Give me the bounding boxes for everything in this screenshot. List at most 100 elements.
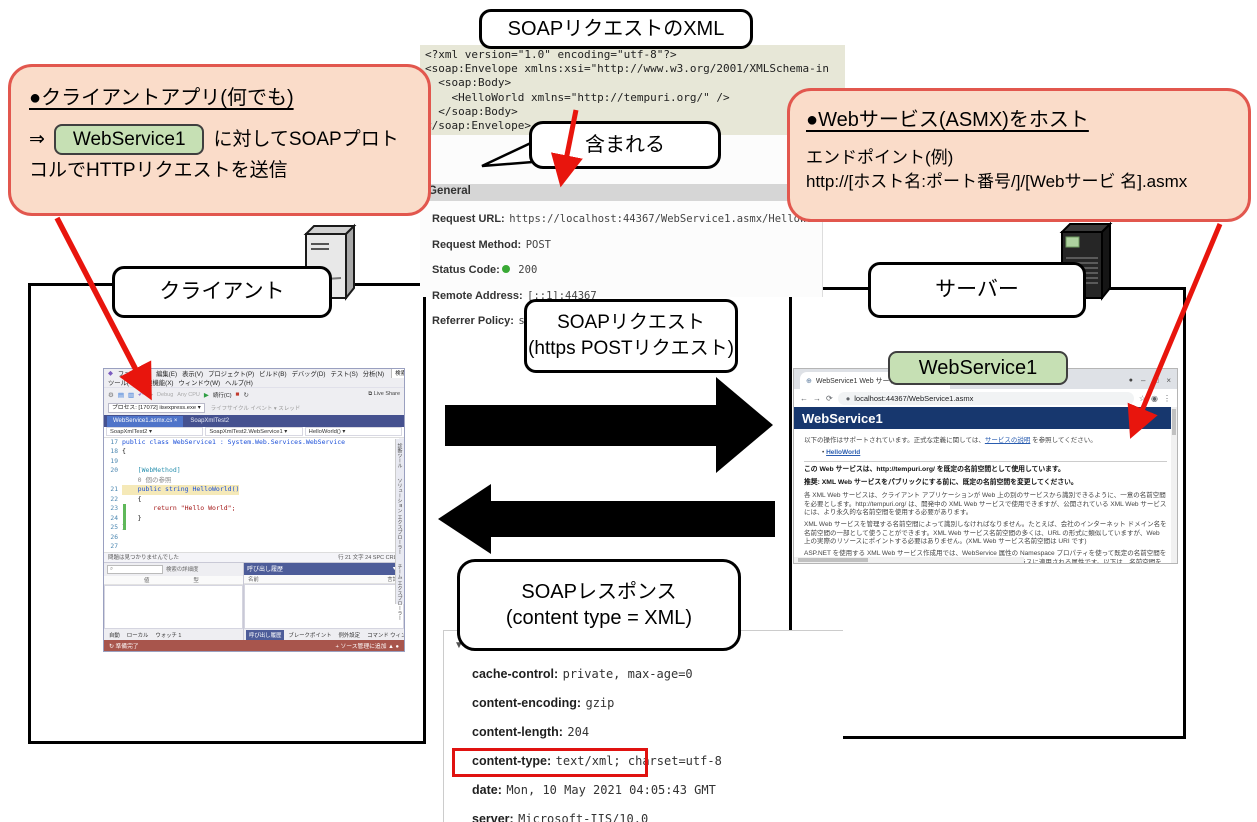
vs-menu-help[interactable]: ヘルプ(H) — [225, 379, 253, 387]
service-description-link[interactable]: サービスの説明 — [984, 437, 1031, 444]
vs-tab-exceptions[interactable]: 例外設定 — [338, 632, 361, 639]
namespace-recommendation: 推奨: XML Web サービスをパブリックにする前に、既定の名前空間を変更して… — [804, 479, 1078, 487]
vs-continue-icon[interactable]: ▶ — [203, 391, 209, 399]
vs-search-depth-dropdown[interactable]: 検索の詳細度 — [166, 567, 199, 574]
devtools-general-header[interactable]: General — [420, 184, 822, 201]
vs-watch-search-input[interactable]: ⌕ — [107, 564, 163, 574]
vs-logo-icon: ◆ — [108, 369, 113, 377]
client-callout-text-2: コルでHTTPリクエストを送信 — [29, 160, 288, 182]
vs-gear-icon[interactable]: ⚙ — [108, 391, 114, 399]
vs-save-icon[interactable]: ▤ — [117, 391, 124, 399]
webservice-page-title: WebService1 — [802, 410, 883, 426]
vs-redo-icon[interactable]: ↷ — [147, 391, 154, 399]
vs-restart-icon[interactable]: ↻ — [243, 391, 249, 399]
vs-tab-watch1[interactable]: ウォッチ 1 — [155, 632, 182, 639]
default-namespace-notice: この Web サービスは、http://tempuri.org/ を既定の名前空… — [804, 466, 1065, 474]
vs-col-type[interactable]: 型 — [193, 577, 199, 584]
soap-request-line1: SOAPリクエスト — [557, 312, 705, 333]
xml-line: <soap:Body> — [425, 76, 512, 90]
vs-tab-callstack[interactable]: 呼び出し履歴 — [246, 629, 285, 640]
vs-member-dropdown[interactable]: HelloWorld() ▾ — [304, 427, 402, 437]
vs-menu-project[interactable]: プロジェクト(P) — [208, 370, 255, 378]
vs-side-tool-tabs: 診断ツール ソリューション エクスプローラー チーム エクスプローラー — [395, 439, 404, 621]
vs-add-to-source-control[interactable]: + ソース管理に追加 ▲ ● — [335, 644, 399, 651]
request-url-key: Request URL: — [432, 213, 505, 225]
vs-config-dropdown[interactable]: Debug — [157, 391, 174, 398]
vs-col-language[interactable]: 言語 — [387, 576, 398, 583]
chrome-update-icon[interactable]: ● — [1128, 377, 1134, 384]
back-icon[interactable]: ← — [800, 393, 808, 403]
xml-line: <soap:Envelope xmlns:xsi="http://www.w3.… — [425, 62, 829, 76]
divider — [804, 461, 1167, 463]
vs-continue-label[interactable]: 続行(C) — [212, 392, 232, 399]
xml-line: </soap:Body> — [425, 104, 518, 118]
vs-tab-team-explorer[interactable]: チーム エクスプローラー — [396, 564, 403, 621]
header-row-server: server: Microsoft-IIS/10.0 — [472, 812, 649, 822]
vs-tab-breakpoints[interactable]: ブレークポイント — [288, 632, 332, 639]
client-box-label: クライアント — [112, 266, 332, 318]
vs-tab-soapxmltest2[interactable]: SoapXmlTest2 — [190, 417, 230, 424]
address-bar[interactable]: ● localhost:44367/WebService1.asmx — [837, 391, 1134, 405]
request-method-row: Request Method: POST — [432, 235, 822, 253]
request-url-row: Request URL: https://localhost:44367/Web… — [432, 209, 822, 227]
vs-tab-command[interactable]: コマンド ウィンドウ — [367, 632, 404, 639]
vs-menu-debug[interactable]: デバッグ(D) — [291, 370, 326, 378]
vs-process-dropdown[interactable]: プロセス: [17072] iisexpress.exe ▾ — [108, 403, 205, 414]
webservice-page-body: 以下の操作はサポートされています。正式な定義に関しては、サービスの説明 を参照し… — [794, 429, 1177, 563]
vs-menu-tools[interactable]: ツール(T) — [108, 379, 135, 387]
namespace-paragraph-2: XML Web サービスを管理する名前空間によって識別しなければなりません。たと… — [804, 520, 1167, 546]
vs-menu-view[interactable]: 表示(V) — [182, 370, 204, 378]
close-icon[interactable]: × — [1166, 376, 1171, 385]
vs-callstack-header: 呼び出し履歴 ▾ × — [244, 562, 404, 575]
content-type-highlight-box — [452, 748, 648, 777]
menu-icon[interactable]: ⋮ — [1163, 393, 1171, 403]
vs-cpu-dropdown[interactable]: Any CPU — [177, 391, 200, 398]
client-app-callout-heading: ●クライアントアプリ(何でも) — [29, 87, 294, 109]
implies-arrow-glyph: ⇒ — [29, 129, 45, 150]
vs-menu-extensions[interactable]: 拡張機能(X) — [139, 379, 174, 387]
vs-tab-solution-explorer[interactable]: ソリューション エクスプローラー — [396, 478, 403, 555]
vs-save-all-icon[interactable]: ▥ — [127, 391, 135, 399]
vs-menu-analyze[interactable]: 分析(N) — [362, 370, 385, 378]
vs-tab-autos[interactable]: 自動 — [109, 632, 120, 639]
helloworld-link[interactable]: HelloWorld — [826, 448, 861, 456]
collapse-triangle-icon: ▼ — [454, 640, 464, 651]
maximize-icon[interactable]: □ — [1153, 376, 1159, 385]
webservice1-server-label: WebService1 — [918, 357, 1038, 379]
browser-vertical-scrollbar[interactable] — [1171, 407, 1177, 563]
vs-tab-diagnostics[interactable]: 診断ツール — [396, 443, 403, 468]
vs-tab-webservice1[interactable]: WebService1.asmx.cs × — [107, 415, 184, 427]
vs-menu-window[interactable]: ウィンドウ(W) — [178, 379, 221, 387]
profile-icon[interactable]: ◉ — [1151, 393, 1158, 403]
minimize-icon[interactable]: – — [1141, 376, 1146, 385]
webservice-host-heading: ●Webサービス(ASMX)をホスト — [806, 109, 1089, 131]
vs-lifecycle-dropdown[interactable]: ライフサイクル イベント ▾ スレッド — [210, 406, 301, 413]
webservice1-badge-client: WebService1 — [54, 124, 205, 156]
vs-type-dropdown[interactable]: SoapXmlTest2.WebService1 ▾ — [205, 427, 303, 437]
vs-col-value[interactable]: 値 — [144, 577, 150, 584]
browser-horizontal-scrollbar[interactable] — [794, 557, 1024, 563]
vs-menu-file[interactable]: ファイル(F) — [117, 370, 152, 378]
vs-undo-icon[interactable]: ↶ — [138, 391, 144, 399]
reload-icon[interactable]: ⟳ — [826, 393, 833, 403]
vs-autos-body[interactable] — [104, 584, 243, 630]
vs-callstack-body[interactable] — [244, 583, 404, 630]
general-header-label: General — [428, 185, 471, 197]
vs-project-dropdown[interactable]: SoapXmlTest2 ▾ — [106, 427, 204, 437]
vs-tab-locals[interactable]: ローカル — [126, 632, 149, 639]
vs-live-share-button[interactable]: ⧉ Live Share — [368, 391, 400, 398]
vs-stop-icon[interactable]: ■ — [235, 391, 240, 399]
bookmark-icon[interactable]: ☆ — [1138, 393, 1147, 403]
vs-menu-test[interactable]: テスト(S) — [330, 370, 358, 378]
vs-col-name[interactable]: 名前 — [248, 576, 259, 583]
vs-menu-edit[interactable]: 編集(E) — [156, 370, 178, 378]
vs-autos-tabs: 自動 ローカル ウォッチ 1 — [104, 629, 243, 640]
browser-window-controls[interactable]: ● – □ × — [1129, 376, 1171, 389]
soap-request-flow-arrow — [445, 377, 773, 473]
vs-search-input[interactable]: 検索 (Ctrl… ⌕ — [391, 369, 404, 378]
vs-callstack-panel: 呼び出し履歴 ▾ × 名前 言語 呼び出し履歴 ブレークポイント 例外設定 コマ… — [244, 562, 404, 641]
forward-icon[interactable]: → — [813, 393, 821, 403]
vs-find-message: 問題は見つかりませんでした — [108, 555, 180, 562]
vs-menu-build[interactable]: ビルド(B) — [259, 370, 287, 378]
